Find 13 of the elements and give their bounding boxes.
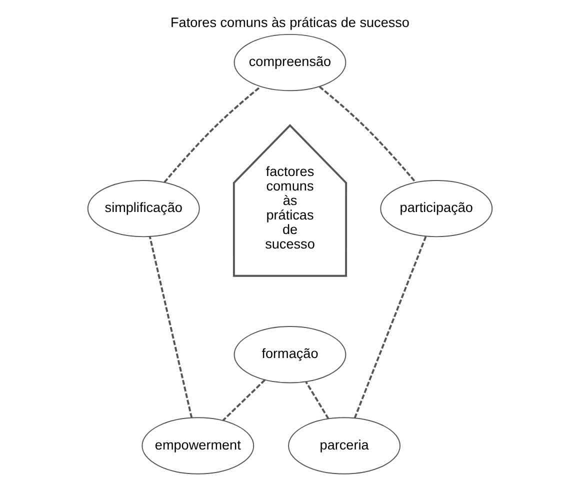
node-ellipse: simplificação [86, 180, 200, 238]
node-ellipse: empowerment [141, 417, 254, 474]
connector [353, 236, 426, 418]
connector [222, 379, 265, 422]
node-ellipse: formação [233, 326, 346, 384]
connector [163, 86, 261, 183]
connector [148, 236, 192, 418]
connector [304, 381, 329, 420]
node-ellipse: compreensão [233, 34, 346, 92]
diagram-title: Fatores comuns às práticas de sucesso [170, 14, 409, 30]
node-ellipse: participação [380, 180, 492, 238]
connector [318, 86, 416, 183]
node-ellipse: parceria [288, 417, 400, 474]
